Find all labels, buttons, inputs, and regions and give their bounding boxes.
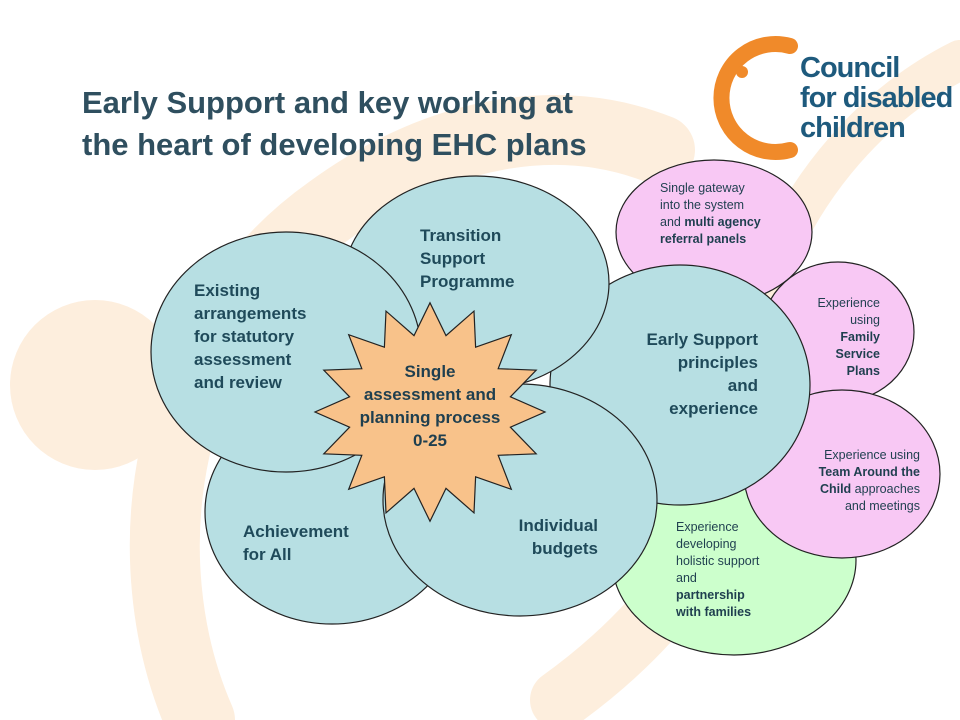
logo-line-3: children [800,112,906,144]
label-line: arrangements [194,304,307,323]
label-achievement-for-all: Achievement for All [243,520,349,566]
label-line: planning process [359,408,501,427]
label-individual-budgets: Individual budgets [470,514,598,560]
label-single-gateway: Single gateway into the system and multi… [660,180,761,248]
label-early-support: Early Support principles and experience [598,328,758,420]
label-holistic-support: Experience developing holistic support a… [676,519,759,621]
title-line-2: the heart of developing EHC plans [82,127,587,162]
label-line: and multi agency [660,214,761,231]
label-line: Programme [420,272,515,291]
background-watermark-dot [10,300,180,470]
label-line: Experience using [824,448,920,462]
label-line: Transition [420,226,502,245]
label-line: Achievement [243,522,349,541]
label-line: using [850,313,880,327]
label-family-service-plans: Experience using Family Service Plans [780,295,880,380]
label-line: Child approaches [760,481,920,498]
label-line: 0-25 [412,431,448,450]
label-existing-arrangements: Existing arrangements for statutory asse… [194,279,306,394]
label-line: Experience [676,520,739,534]
logo-line-2: for disabled [800,82,953,114]
label-line: Existing [194,281,261,300]
label-line: and review [194,373,282,392]
label-line-bold: Plans [846,364,880,378]
label-line: holistic support [676,554,760,568]
cdc-logo-mark [713,36,798,160]
star-single-assessment [313,301,547,523]
label-line: Support [420,249,486,268]
label-text: approaches [851,482,920,496]
page-title: Early Support and key working at the hea… [82,82,722,166]
label-line: Early Support [646,330,758,349]
label-single-assessment: Single assessment and planning process 0… [330,360,530,452]
label-line-bold: referral panels [660,232,747,246]
label-line: Single gateway [660,181,745,195]
label-line: Single [404,362,456,381]
label-text-bold: multi agency [684,215,761,229]
label-line-bold: partnership [676,588,745,602]
label-line: and meetings [844,499,920,513]
label-line: for All [243,545,292,564]
label-line: Experience [817,296,880,310]
label-text: and [660,215,685,229]
label-line: budgets [531,539,598,558]
label-line: assessment and [363,385,497,404]
cdc-logo-text: Council for disabled children [800,52,953,144]
label-line-bold: Team Around the [818,465,920,479]
label-line-bold: Family [840,330,880,344]
label-line: assessment [194,350,292,369]
title-line-1: Early Support and key working at [82,85,573,120]
label-line-bold: Service [835,347,880,361]
label-line: experience [669,399,758,418]
label-text-bold: Child [819,482,852,496]
label-transition-support: Transition Support Programme [420,224,514,293]
label-line: and [727,376,758,395]
logo-line-1: Council [800,52,900,84]
label-line: principles [677,353,758,372]
label-line: developing [676,537,737,551]
label-line: and [676,571,697,585]
label-line: into the system [660,198,745,212]
label-line: Individual [518,516,598,535]
label-line-bold: with families [676,605,752,619]
label-line: for statutory [194,327,295,346]
label-team-around-child: Experience using Team Around the Child a… [760,447,920,515]
